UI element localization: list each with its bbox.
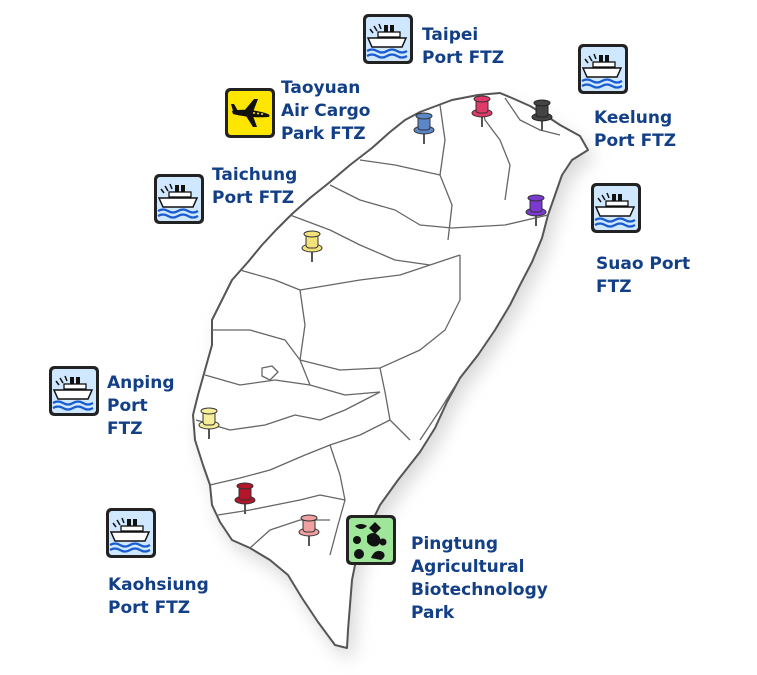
ship-icon [591,183,641,233]
push-pin-anping[interactable] [198,407,220,439]
agriculture-icon [346,515,396,565]
push-pin-taoyuan[interactable] [413,112,435,144]
ship-icon [578,44,628,94]
ship-icon [49,366,99,416]
push-pin-keelung[interactable] [531,99,553,131]
push-pin-kaohsiung[interactable] [234,482,256,514]
county-borders [195,94,561,556]
ship-icon [363,14,413,64]
push-pin-taipei[interactable] [471,95,493,127]
ship-icon [106,508,156,558]
push-pin-pingtung[interactable] [298,514,320,546]
push-pin-suao[interactable] [525,194,547,226]
push-pin-taichung[interactable] [301,230,323,262]
pin-cap [473,95,491,103]
ship-icon [154,174,204,224]
airplane-icon [225,88,275,138]
taiwan-island-outline [192,92,589,649]
